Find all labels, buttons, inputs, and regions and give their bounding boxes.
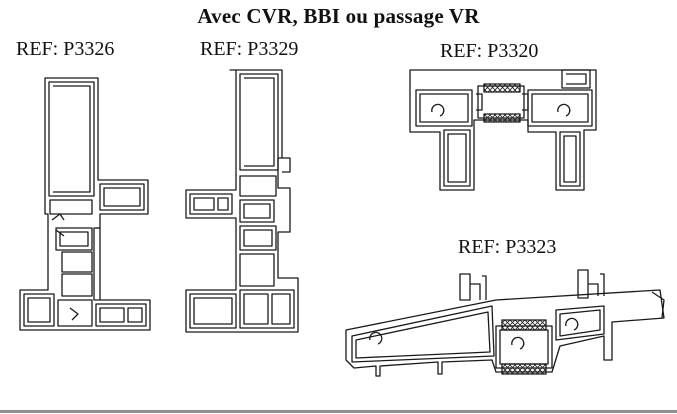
ref-label-p3323: REF: P3323 [458,236,557,258]
profile-p3323-section [345,269,665,377]
profile-p3329-section [185,69,299,333]
bottom-rule [0,410,677,413]
ref-label-p3320: REF: P3320 [440,40,539,62]
figure-title: Avec CVR, BBI ou passage VR [197,4,480,28]
profile-p3326-section [19,77,151,331]
profile-p3320-section [409,69,597,191]
ref-label-p3329: REF: P3329 [200,38,299,60]
ref-label-p3326: REF: P3326 [16,38,115,60]
